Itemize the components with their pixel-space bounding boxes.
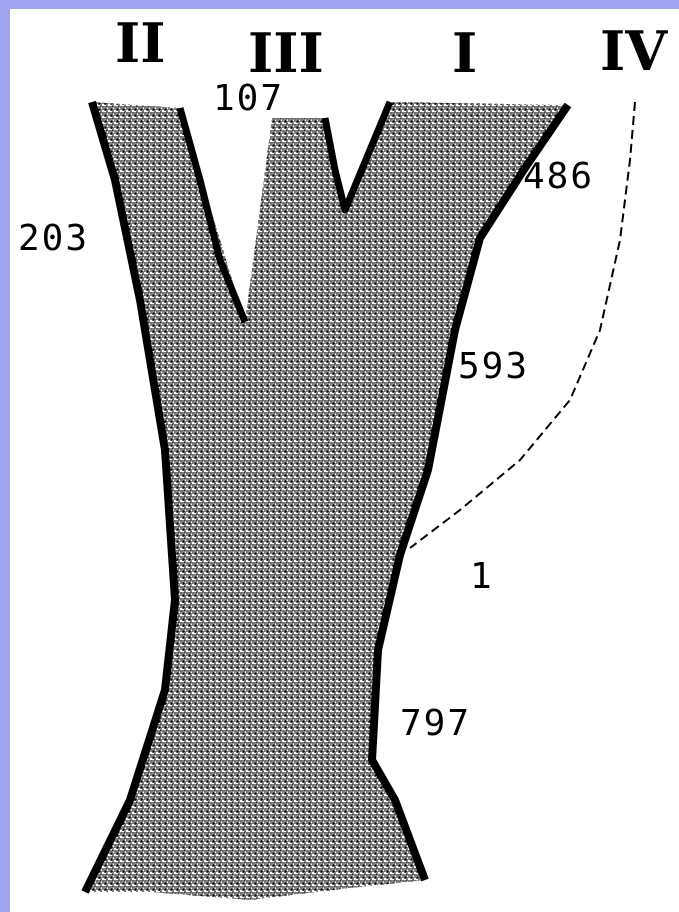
channel-body [85, 102, 568, 900]
branch-label-iv: IV [600, 19, 668, 83]
number-593: 593 [458, 346, 529, 387]
branch-label-iii: III [248, 21, 324, 85]
number-203: 203 [18, 218, 89, 259]
number-1: 1 [470, 556, 494, 597]
branch-label-ii: II [115, 11, 166, 75]
number-797: 797 [400, 703, 471, 744]
number-486: 486 [523, 156, 594, 197]
number-107: 107 [213, 78, 284, 119]
branch-label-i: I [452, 21, 477, 85]
